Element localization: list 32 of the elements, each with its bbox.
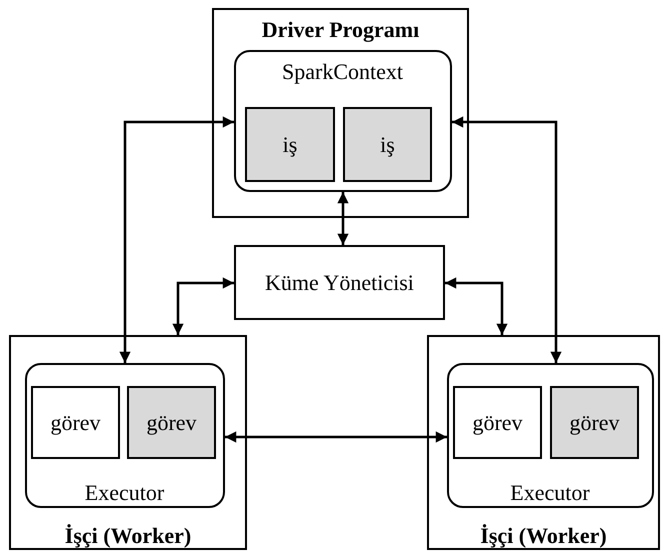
arrow — [172, 277, 234, 335]
container-box — [9, 335, 247, 550]
container-title: Driver Programı — [262, 18, 420, 42]
container-title: İşçi (Worker) — [480, 524, 607, 547]
process-box — [31, 386, 120, 459]
arrow — [225, 431, 447, 443]
rounded-box — [446, 362, 654, 508]
node-label: iş — [282, 132, 298, 156]
rounded-box — [234, 50, 452, 192]
arrow — [452, 116, 562, 363]
node-label: Küme Yöneticisi — [265, 270, 414, 294]
container-title: İşçi (Worker) — [64, 524, 192, 547]
node-label: SparkContext — [282, 60, 403, 83]
node-label: görev — [569, 410, 620, 434]
shaded-box — [245, 107, 335, 182]
container-box — [212, 8, 469, 218]
shaded-box — [550, 386, 639, 459]
arrow — [119, 116, 234, 363]
shaded-box — [343, 107, 432, 182]
arrow — [337, 192, 349, 245]
process-box — [453, 386, 542, 459]
process-box — [234, 245, 445, 320]
node-label: görev — [472, 410, 523, 434]
container-box — [427, 335, 660, 550]
node-label: görev — [50, 410, 101, 434]
node-label: görev — [146, 410, 197, 434]
shaded-box — [127, 386, 216, 459]
arrow — [445, 277, 508, 335]
rounded-box — [24, 362, 224, 508]
node-label: iş — [380, 132, 395, 156]
node-label: Executor — [84, 481, 164, 504]
node-label: Executor — [510, 481, 590, 504]
